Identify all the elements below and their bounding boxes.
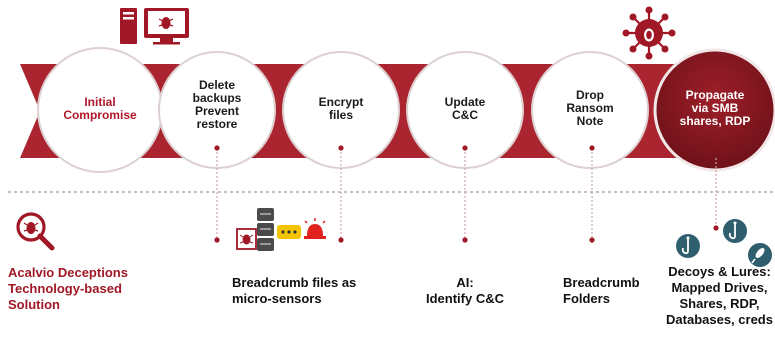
step-label-initial-compromise: Initial Compromise — [63, 95, 137, 122]
step-circle-5 — [531, 51, 649, 169]
hook-icon-center — [723, 219, 747, 243]
breadcrumb-files-label: Breadcrumb files as micro-sensors — [232, 275, 357, 306]
connector-encrypt-files — [338, 145, 344, 243]
step-label-update-cc: Update C&C — [444, 95, 486, 122]
brand-solution-label: Acalvio Deceptions Technology-based Solu… — [8, 265, 128, 312]
connector-propagate — [713, 158, 719, 231]
magnifier-bug-icon — [16, 212, 55, 251]
server-bug-icon — [236, 208, 301, 251]
hook-icon-left — [676, 234, 700, 258]
step-circle-6 — [653, 48, 775, 172]
step-label-encrypt-files: Encrypt files — [318, 95, 364, 122]
virus-icon — [622, 6, 676, 60]
computer-bug-icon — [120, 8, 189, 45]
connector-drop-note — [589, 145, 595, 243]
fishing-lure-icon — [748, 243, 772, 267]
step-label-delete-backups: Delete backups Prevent restore — [192, 78, 242, 131]
step-label-propagate: Propagate via SMB shares, RDP — [679, 88, 751, 128]
breadcrumb-folders-label: Breadcrumb Folders — [563, 275, 640, 306]
connector-update-cc — [462, 145, 468, 243]
step-label-drop-ransom-note: Drop Ransom Note — [566, 88, 614, 128]
connector-delete-backups — [214, 145, 220, 243]
ai-identify-label: AI: Identify C&C — [426, 275, 504, 306]
decoys-lures-label: Decoys & Lures: Mapped Drives, Shares, R… — [666, 264, 773, 327]
alarm-icon — [304, 218, 326, 239]
